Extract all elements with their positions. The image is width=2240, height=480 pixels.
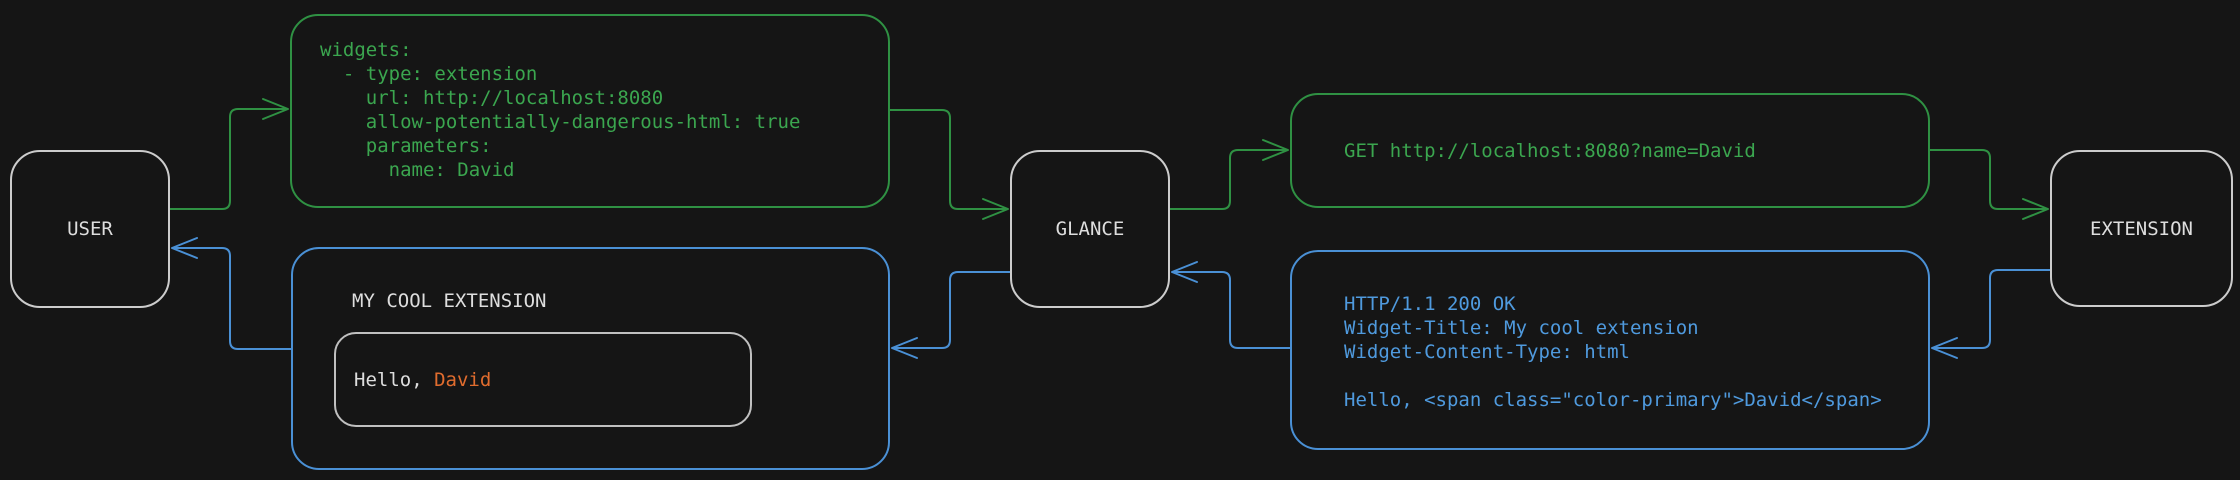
response-arrow-extension-to-response: [1933, 269, 2051, 349]
response-arrowhead-glance: [1171, 261, 1198, 283]
greeting-text: Hello,: [354, 368, 435, 391]
extension-node: EXTENSION: [2050, 150, 2233, 307]
request-arrow-glance-to-request: [1169, 149, 1287, 210]
request-arrow-config-to-glance: [889, 109, 1007, 210]
http-response-code: HTTP/1.1 200 OK Widget-Title: My cool ex…: [1344, 293, 1882, 411]
config-snippet-box: widgets: - type: extension url: http://l…: [290, 14, 890, 208]
widget-preview-box: MY COOL EXTENSION Hello, David: [291, 247, 890, 470]
extension-node-label: EXTENSION: [2090, 217, 2193, 240]
glance-node: GLANCE: [1010, 150, 1170, 308]
response-arrow-glance-to-widget: [893, 271, 1011, 349]
greeting-name-highlight: David: [434, 368, 492, 391]
response-arrowhead-response-box: [1931, 337, 1958, 359]
response-arrow-response-to-glance: [1173, 271, 1291, 349]
user-node-label: USER: [67, 218, 113, 240]
response-snippet-box: HTTP/1.1 200 OK Widget-Title: My cool ex…: [1290, 250, 1930, 450]
request-arrowhead-config: [262, 98, 289, 120]
request-snippet-box: GET http://localhost:8080?name=David: [1290, 93, 1930, 208]
http-get-request-text: GET http://localhost:8080?name=David: [1344, 139, 1756, 162]
request-arrowhead-extension: [2022, 198, 2049, 220]
widget-title-label: MY COOL EXTENSION: [352, 290, 547, 312]
user-node: USER: [10, 150, 170, 308]
request-arrowhead-request-box: [1262, 139, 1289, 161]
request-arrowhead-glance: [982, 198, 1009, 220]
request-arrow-user-to-config: [169, 108, 287, 210]
widget-inner-box: Hello, David: [334, 332, 752, 427]
response-arrowhead-widget: [891, 337, 918, 359]
response-arrow-widget-to-user: [173, 247, 292, 350]
response-arrowhead-user: [171, 237, 198, 259]
config-yaml-code: widgets: - type: extension url: http://l…: [320, 39, 801, 181]
request-arrow-request-to-extension: [1929, 149, 2047, 210]
glance-node-label: GLANCE: [1055, 218, 1125, 240]
